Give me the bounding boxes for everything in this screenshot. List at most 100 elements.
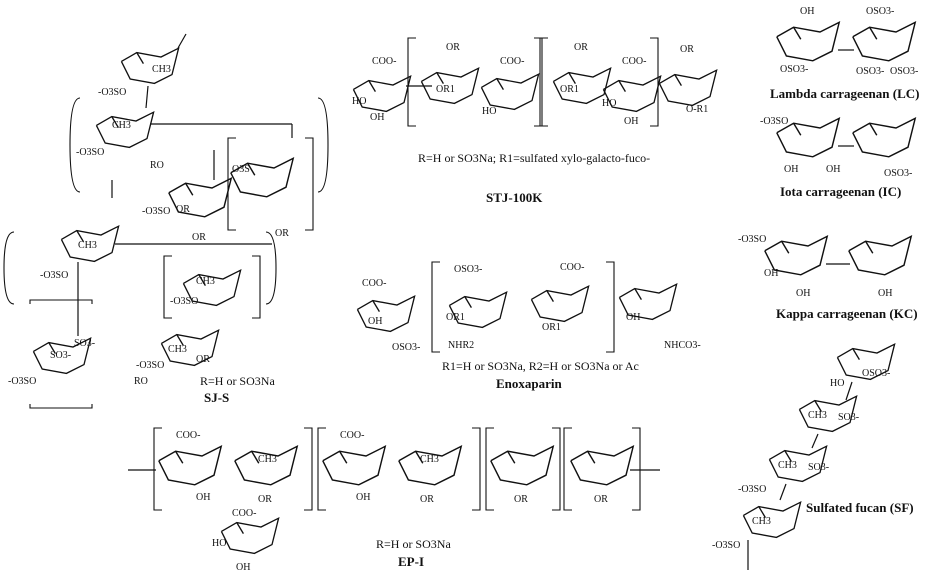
sf-group: CH3: [752, 516, 771, 527]
enox-group: OSO3-: [454, 264, 482, 275]
stj-group: O-R1: [686, 104, 708, 115]
kc-group: OH: [878, 288, 892, 299]
sf-group: SO3-: [838, 412, 859, 423]
epi-group: OR: [514, 494, 528, 505]
lc-group: OSO3-: [780, 64, 808, 75]
epi-note: R=H or SO3Na: [376, 537, 451, 551]
kc-group: OH: [764, 268, 778, 279]
enox-group: OR1: [446, 312, 465, 323]
sjs-note: R=H or SO3Na: [200, 374, 275, 388]
epi-group: COO-: [340, 430, 364, 441]
stj-group: COO-: [372, 56, 396, 67]
stj-note: R=H or SO3Na; R1=sulfated xylo-galacto-f…: [418, 151, 650, 165]
epi-group: OH: [196, 492, 210, 503]
kc-title: Kappa carrageenan (KC): [776, 306, 918, 321]
sjs-group: O3S: [232, 164, 250, 175]
enox-group: NHCO3-: [664, 340, 701, 351]
epi-group: HO: [212, 538, 226, 549]
stj-group: HO: [352, 96, 366, 107]
ic-group: -O3SO: [760, 116, 788, 127]
ic-group: OSO3-: [884, 168, 912, 179]
stj-group: COO-: [622, 56, 646, 67]
epi-group: OR: [594, 494, 608, 505]
sjs-group: -O3SO: [8, 376, 36, 387]
sjs-group: SO3-: [50, 350, 71, 361]
epi-group: OH: [236, 562, 250, 573]
sf-group: CH3: [778, 460, 797, 471]
ic-group: OH: [826, 164, 840, 175]
enox-group: COO-: [560, 262, 584, 273]
epi-group: COO-: [176, 430, 200, 441]
lc-group: OSO3-: [866, 6, 894, 17]
epi-title: EP-I: [398, 554, 424, 569]
sf-structure: HO OSO3- CH3 SO3- CH3 SO3- -O3SO CH3 -O3…: [712, 343, 914, 570]
sf-group: SO3-: [808, 462, 829, 473]
sjs-group: RO: [134, 376, 148, 387]
sf-group: HO: [830, 378, 844, 389]
stj-group: OH: [624, 116, 638, 127]
lc-group: OH: [800, 6, 814, 17]
kc-group: OH: [796, 288, 810, 299]
sjs-group: -O3SO: [76, 147, 104, 158]
kc-structure: -O3SO OH OH OH Kappa carrageenan (KC): [738, 234, 918, 321]
sjs-group: OR: [275, 228, 289, 239]
stj-title: STJ-100K: [486, 190, 543, 205]
stj-group: OR: [680, 44, 694, 55]
sjs-group: OR: [192, 232, 206, 243]
sjs-group: -O3SO: [98, 87, 126, 98]
ic-structure: -O3SO OH OH OSO3- Iota carrageenan (IC): [760, 116, 916, 199]
sjs-group: -O3SO: [170, 296, 198, 307]
enox-structure: COO- OH OSO3- OSO3- OR1 NHR2 COO- OR1 OH…: [356, 261, 701, 391]
sjs-group: CH3: [152, 64, 171, 75]
epi-group: CH3: [258, 454, 277, 465]
epi-group: OR: [420, 494, 434, 505]
epi-group: CH3: [420, 454, 439, 465]
enox-group: NHR2: [448, 340, 474, 351]
stj-group: HO: [482, 106, 496, 117]
sjs-group: CH3: [168, 344, 187, 355]
enox-group: COO-: [362, 278, 386, 289]
sjs-group: -O3SO: [136, 360, 164, 371]
sjs-title: SJ-S: [204, 390, 229, 405]
lc-structure: OH OSO3- OSO3- OSO3- OSO3- Lambda carrag…: [770, 6, 920, 101]
stj-group: COO-: [500, 56, 524, 67]
lc-group: OSO3-: [890, 66, 918, 77]
sjs-structure: -O3SO CH3 -O3SO CH3 RO -O3SO OR OR O3S O…: [3, 33, 329, 409]
stj-group: OR1: [436, 84, 455, 95]
sjs-group: CH3: [196, 276, 215, 287]
stj-group: OH: [370, 112, 384, 123]
enox-group: OH: [626, 312, 640, 323]
sjs-group: CH3: [78, 240, 97, 251]
sf-group: -O3SO: [738, 484, 766, 495]
stj-structure: COO- HO OH OR OR1 COO- HO OR OR1 COO- HO…: [352, 37, 718, 205]
stj-group: HO: [602, 98, 616, 109]
sf-group: CH3: [808, 410, 827, 421]
enox-note: R1=H or SO3Na, R2=H or SO3Na or Ac: [442, 359, 639, 373]
sjs-group: OR: [196, 354, 210, 365]
enox-group: OR1: [542, 322, 561, 333]
lc-title: Lambda carrageenan (LC): [770, 86, 920, 101]
sjs-group: RO: [150, 160, 164, 171]
epi-group: OH: [356, 492, 370, 503]
epi-structure: COO- OH CH3 OR COO- HO OH COO- OH CH3 OR…: [128, 427, 660, 573]
sf-title: Sulfated fucan (SF): [806, 500, 914, 515]
stj-group: OR: [446, 42, 460, 53]
sjs-group: OR: [176, 204, 190, 215]
sf-group: OSO3-: [862, 368, 890, 379]
stj-group: OR: [574, 42, 588, 53]
sjs-group: -O3SO: [142, 206, 170, 217]
sf-group: -O3SO: [712, 540, 740, 551]
sjs-group: SO3-: [74, 338, 95, 349]
enox-group: OH: [368, 316, 382, 327]
ic-title: Iota carrageenan (IC): [780, 184, 901, 199]
stj-group: OR1: [560, 84, 579, 95]
kc-group: -O3SO: [738, 234, 766, 245]
ic-group: OH: [784, 164, 798, 175]
epi-group: OR: [258, 494, 272, 505]
enox-group: OSO3-: [392, 342, 420, 353]
enox-title: Enoxaparin: [496, 376, 563, 391]
epi-group: COO-: [232, 508, 256, 519]
sjs-group: -O3SO: [40, 270, 68, 281]
lc-group: OSO3-: [856, 66, 884, 77]
